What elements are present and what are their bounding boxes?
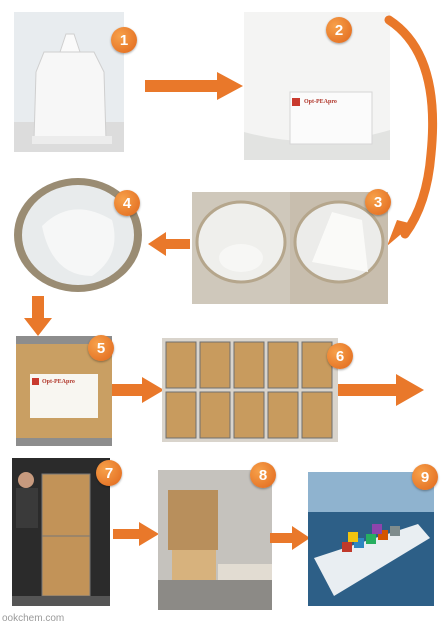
step-9-photo [308,472,434,606]
drum-topdown-image [14,178,142,292]
step-7-badge: 7 [96,460,122,486]
cargo-ship-image [308,472,434,606]
arrow-right-5 [270,526,310,550]
step-8-photo [158,470,272,610]
step-4-photo [12,176,144,294]
step-4-badge: 4 [114,190,140,216]
bag-image [14,33,124,152]
arrow-down [24,296,52,336]
kraft-drum-label-text: Opt-PEApro [42,379,75,385]
step-2-photo: Opt-PEApro [244,12,390,160]
step-9-badge: 9 [412,464,438,490]
step-8-badge: 8 [250,462,276,488]
drum-label-text: Opt-PEApro [304,99,337,105]
arrow-right-4 [113,522,159,546]
stacked-drums-image [162,338,338,442]
loading-drums-image [12,458,110,606]
step-1-photo [14,12,124,152]
open-drums-image [192,192,388,304]
drum-close-image [244,12,390,160]
arrow-left-1 [148,232,190,256]
step-5-badge: 5 [88,335,114,361]
arrow-right-1 [145,72,243,100]
step-2-badge: 2 [326,17,352,43]
step-6-badge: 6 [327,343,353,369]
step-7-photo [12,458,110,606]
step-1-badge: 1 [111,27,137,53]
arrow-right-2 [112,377,164,403]
arrow-right-3 [338,374,424,406]
step-6-photo [162,338,338,442]
step-3-photo [192,192,388,304]
step-3-badge: 3 [365,189,391,215]
watermark: ookchem.com [2,613,65,624]
container-image [158,470,272,610]
curved-arrow-down [384,15,438,246]
